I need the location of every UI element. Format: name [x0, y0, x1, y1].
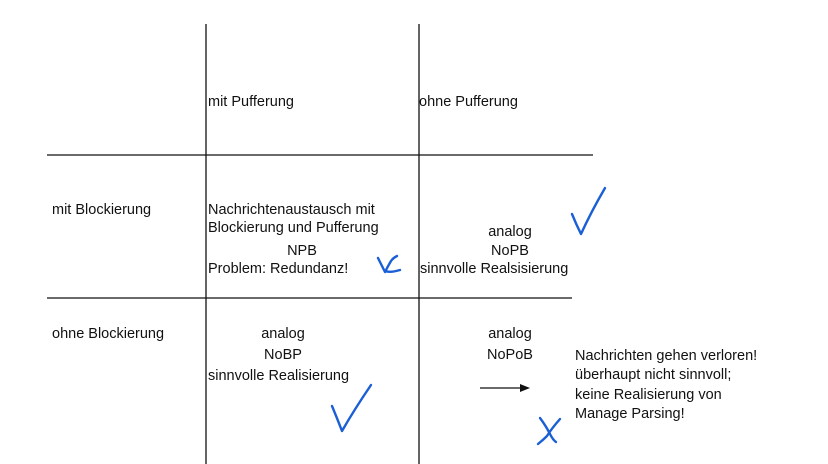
arrow-right-icon	[480, 384, 530, 392]
cell-r1c1-line4: Problem: Redundanz!	[208, 261, 349, 277]
cell-r1c1-line1: Nachrichtenaustausch mit	[208, 202, 375, 218]
cell-r1c1-line3: NPB	[287, 243, 317, 259]
side-note-line4: Manage Parsing!	[575, 406, 685, 422]
side-note-line3: keine Realisierung von	[575, 387, 722, 403]
row-header-without-blocking: ohne Blockierung	[52, 326, 165, 342]
cell-r1c2-line2: NoPB	[491, 243, 529, 259]
cell-r2c2-line2: NoPoB	[487, 347, 533, 363]
side-note-line2: überhaupt nicht sinnvoll;	[575, 367, 732, 383]
cell-r1c2-line1: analog	[488, 224, 532, 240]
cell-r2c1-line2: NoBP	[264, 347, 302, 363]
cross-mark-icon	[536, 416, 562, 446]
cell-r1c2-line3: sinnvolle Realsisierung	[420, 261, 569, 277]
cross-mark-icon	[376, 254, 402, 274]
check-mark-icon	[330, 383, 373, 433]
cell-r1c1-line2: Blockierung und Pufferung	[208, 220, 379, 236]
cell-r2c1-line1: analog	[261, 326, 305, 342]
cell-r2c2-line1: analog	[488, 326, 532, 342]
side-note-line1: Nachrichten gehen verloren!	[575, 348, 758, 364]
cell-r2c1-line3: sinnvolle Realisierung	[208, 368, 350, 384]
column-header-without-buffering: ohne Pufferung	[419, 94, 518, 110]
column-header-with-buffering: mit Pufferung	[208, 94, 294, 110]
check-mark-icon	[570, 186, 607, 236]
row-header-with-blocking: mit Blockierung	[52, 202, 152, 218]
